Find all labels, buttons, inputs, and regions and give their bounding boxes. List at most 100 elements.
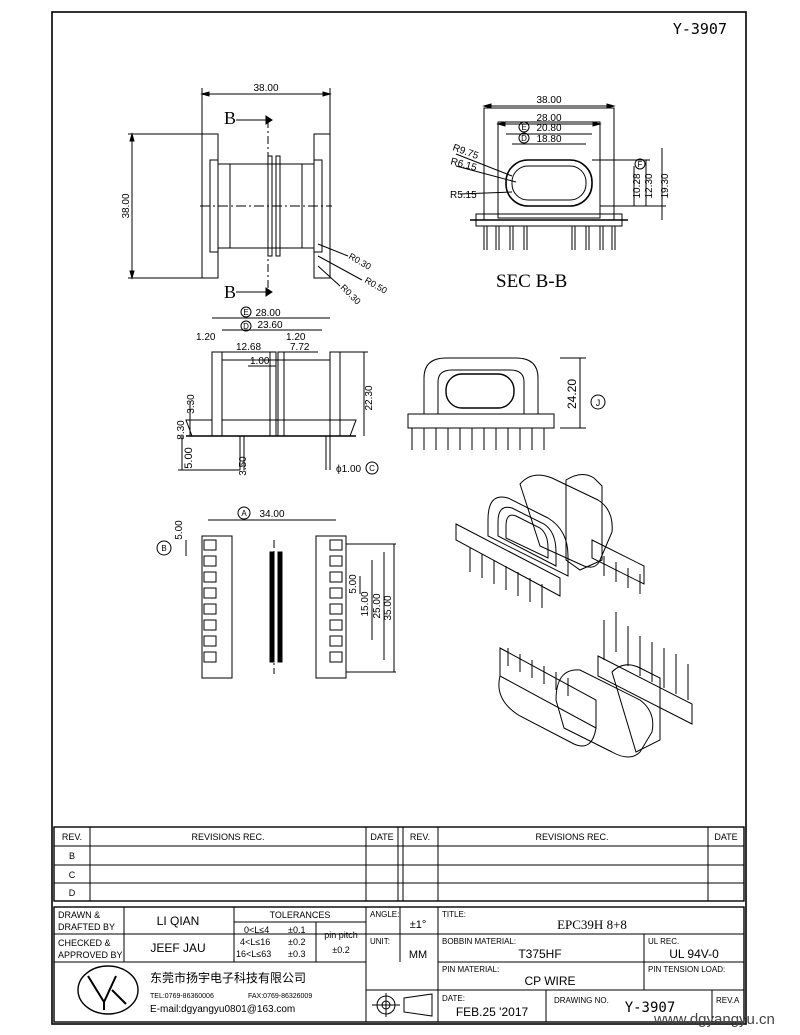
dim-sec-1880: 18.80 xyxy=(536,134,561,145)
dim-side-830: 8.30 xyxy=(176,420,187,440)
dim-sec-1028: 10.28 xyxy=(632,173,643,198)
date-label: DATE: xyxy=(442,994,465,1003)
callout-d-sec xyxy=(518,132,530,144)
dim-side-350: 3.50 xyxy=(238,456,249,476)
isometric-view-top xyxy=(455,474,645,608)
tol3-value: ±0.3 xyxy=(288,949,305,959)
dim-side-28: 28.00 xyxy=(255,308,280,319)
dim-side-1268: 12.68 xyxy=(236,342,261,353)
front-view: 24.20 J xyxy=(407,357,606,450)
section-pins xyxy=(483,226,616,250)
dim-bottom-3500: 35.00 xyxy=(383,595,394,620)
callout-d-side: D xyxy=(243,322,249,331)
dim-side-100: 1.00 xyxy=(250,356,270,367)
rev-a-label: REV.A xyxy=(716,996,740,1005)
dim-side-120-a: 1.20 xyxy=(196,332,216,343)
dim-side-120-b: 1.20 xyxy=(286,332,306,343)
bottom-view: 34.00 A 5.00 B 5.00 15.00 25.00 35.00 xyxy=(156,506,396,679)
company-email: E-mail:dgyangyu0801@163.com xyxy=(150,1004,295,1015)
dim-side-2360: 23.60 xyxy=(257,320,282,331)
bottom-pads-left xyxy=(203,539,217,663)
rev-row-b: B xyxy=(69,851,75,861)
rev-date-header-left: DATE xyxy=(370,832,393,842)
section-mark-bottom: B xyxy=(224,282,236,302)
rev-date-header-right: DATE xyxy=(714,832,737,842)
dim-side-772: 7.72 xyxy=(290,342,310,353)
drawing-no-value: Y-3907 xyxy=(625,1000,676,1016)
title-label: TITLE: xyxy=(442,910,466,919)
dim-side-2230: 22.30 xyxy=(364,385,375,410)
dim-side-330: 3.30 xyxy=(186,394,197,414)
dim-side-500: 5.00 xyxy=(183,447,195,468)
tol3-range: 16<L≤63 xyxy=(236,949,271,959)
isometric-bottom-pins xyxy=(507,612,689,700)
rev-records-header-right: REVISIONS REC. xyxy=(535,832,608,842)
unit-value: MM xyxy=(409,949,427,961)
dim-r030-a: R0.30 xyxy=(347,251,373,272)
callout-b-bottom: B xyxy=(161,544,166,553)
pin-material-value: CP WIRE xyxy=(524,974,575,988)
dim-top-width: 38.00 xyxy=(253,83,278,94)
section-b-b-view: 38.00 28.00 20.80 18.80 E D R9.75 R6.15 … xyxy=(449,95,671,292)
dim-sec-28: 28.00 xyxy=(536,113,561,124)
dim-sec-1930: 19.30 xyxy=(660,173,671,198)
drawing-no-label: DRAWING NO. xyxy=(554,996,609,1005)
tol1-value: ±0.1 xyxy=(288,925,305,935)
title-block xyxy=(53,906,745,1023)
callout-c-side: C xyxy=(369,464,375,473)
company-fax: FAX:0769-86326009 xyxy=(248,993,312,1000)
angle-label: ANGLE: xyxy=(370,910,399,919)
section-label: SEC B-B xyxy=(496,271,567,292)
side-view: E 28.00 D 23.60 1.20 1.20 12.68 7.72 1.0… xyxy=(176,306,379,476)
dim-front-2420: 24.20 xyxy=(565,379,579,409)
callout-j-front: J xyxy=(596,398,601,408)
dim-bottom-2500: 25.00 xyxy=(372,593,383,618)
ul-value: UL 94V-0 xyxy=(669,947,719,961)
watermark-url: www.dgyangyu.cn xyxy=(653,1011,775,1028)
isometric-top-pins xyxy=(469,548,641,608)
rev-header-left: REV. xyxy=(62,832,82,842)
dim-bottom-3400: 34.00 xyxy=(259,509,284,520)
callout-e-side: E xyxy=(243,308,248,317)
dim-sec-1230: 12.30 xyxy=(644,173,655,198)
bottom-pads-right xyxy=(329,539,343,663)
rev-row-c: C xyxy=(69,870,76,880)
callout-e-sec xyxy=(518,121,530,133)
revision-table xyxy=(53,826,745,902)
drawn-by: LI QIAN xyxy=(157,914,200,928)
projection-symbol-icon xyxy=(372,993,433,1017)
dim-bottom-500: 5.00 xyxy=(174,520,185,540)
dim-bottom-r500: 5.00 xyxy=(348,574,359,594)
rev-records-header-left: REVISIONS REC. xyxy=(191,832,264,842)
pin-pitch-label: pin pitch xyxy=(324,930,358,940)
tol2-value: ±0.2 xyxy=(288,937,305,947)
approved-by: JEEF JAU xyxy=(150,941,205,955)
title-value: EPC39H 8+8 xyxy=(557,917,627,932)
callout-a-bottom: A xyxy=(241,509,247,518)
pin-tension-label: PIN TENSION LOAD: xyxy=(648,965,725,974)
date-value: FEB.25 '2017 xyxy=(456,1005,529,1019)
drawn-label: DRAWN & xyxy=(58,910,100,920)
dim-top-height: 38.00 xyxy=(121,193,132,218)
rev-header-right: REV. xyxy=(410,832,430,842)
callout-f-sec xyxy=(634,158,646,170)
tolerances-label: TOLERANCES xyxy=(270,910,331,920)
tol2-range: 4<L≤16 xyxy=(240,937,270,947)
dim-sec-r515: R5.15 xyxy=(450,190,477,201)
company-tel: TEL:0769-86360006 xyxy=(150,993,214,1000)
callout-f-sec-label: F xyxy=(638,160,643,169)
dim-bottom-1500: 15.00 xyxy=(360,591,371,616)
tol1-range: 0<L≤4 xyxy=(244,925,269,935)
checked-label: CHECKED & xyxy=(58,938,111,948)
drafted-label: DRAFTED BY xyxy=(58,922,115,932)
dim-r030-b: R0.30 xyxy=(339,282,363,306)
dim-sec-38: 38.00 xyxy=(536,95,561,106)
section-mark-top: B xyxy=(224,108,236,128)
company-name: 东莞市扬宇电子科技有限公司 xyxy=(150,970,306,985)
bobbin-label: BOBBIN MATERIAL: xyxy=(442,937,516,946)
front-pins xyxy=(411,428,545,450)
approved-label: APPROVED BY xyxy=(58,950,123,960)
drawing-frame xyxy=(51,11,747,1025)
angle-value: ±1° xyxy=(410,919,427,931)
